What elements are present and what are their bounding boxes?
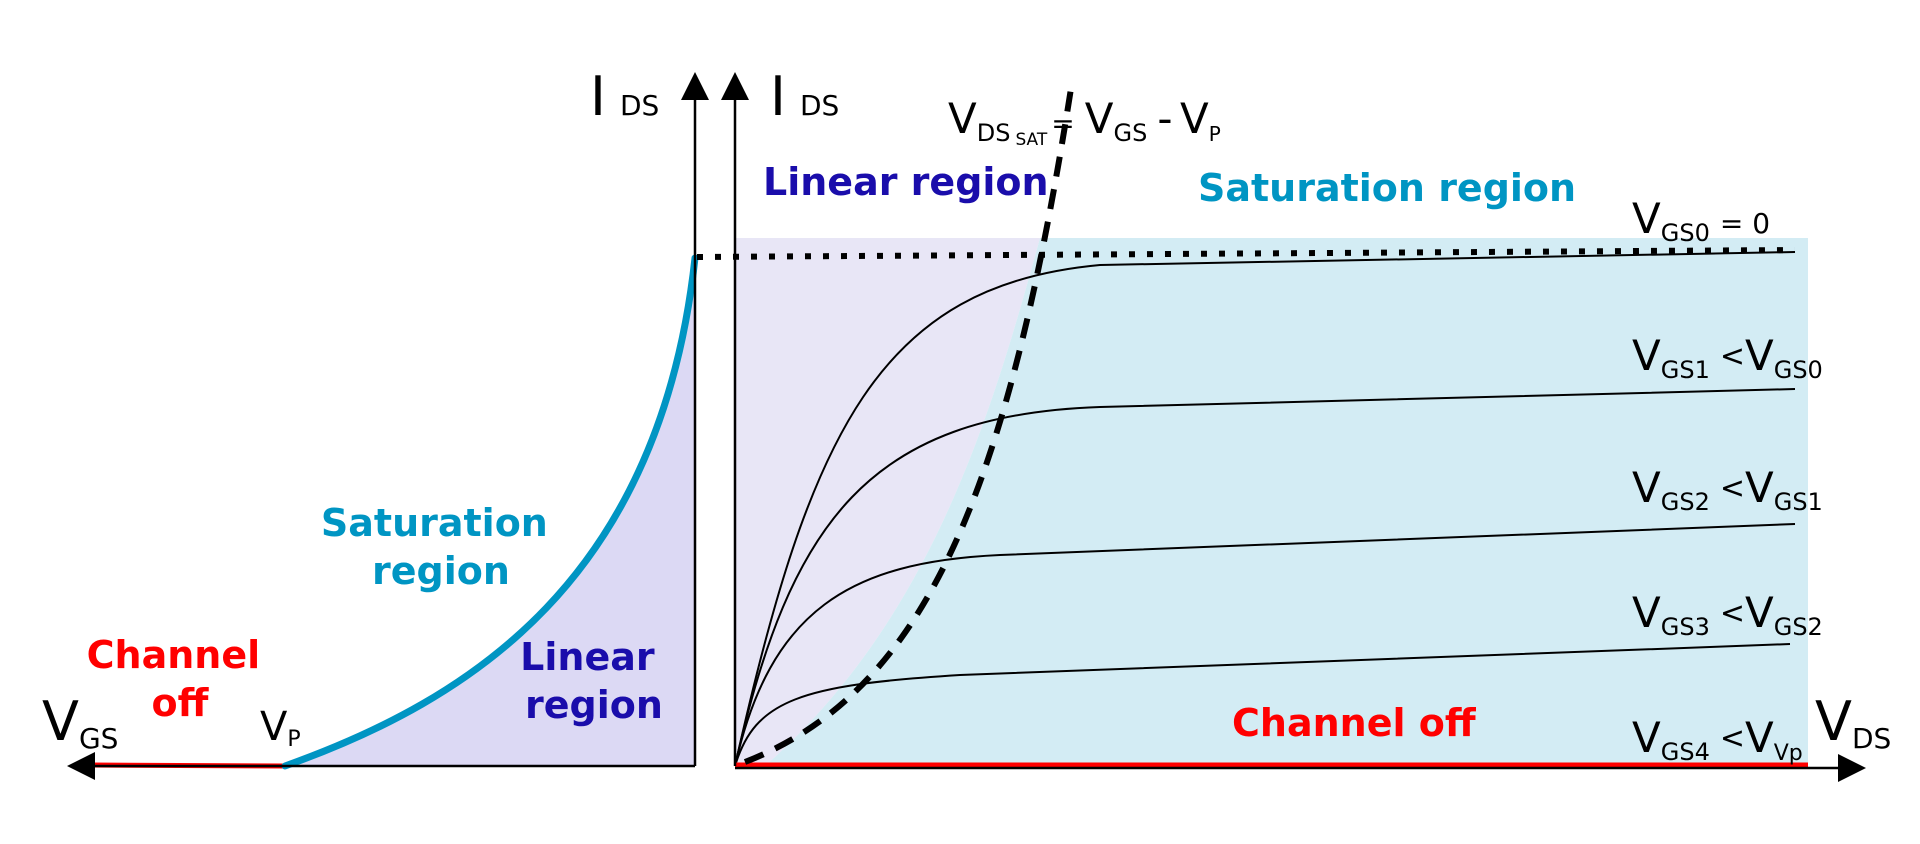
curve-labels: VGS0= 0 VGS1<VGS0 VGS2<VGS1 VGS3<VGS2 VG… (1632, 194, 1823, 766)
saturation-region-fill (765, 238, 1808, 766)
curve-label-vgs3: VGS3<VGS2 (1632, 588, 1823, 641)
left-y-axis-arrow (681, 72, 709, 100)
left-x-axis-label: VGS (42, 690, 118, 755)
curve-label-vgs0: VGS0= 0 (1632, 194, 1770, 247)
right-channel-off-label: Channel off (1232, 701, 1477, 745)
pinch-off-label: VP (260, 704, 301, 752)
max-current-dotted-line (696, 247, 1796, 260)
right-x-axis-arrow (1838, 754, 1866, 782)
curve-vgs0 (734, 251, 1796, 767)
curve-vgs3 (734, 643, 1791, 767)
left-linear-label: Linear region (520, 635, 668, 727)
curve-vgs1 (734, 388, 1796, 767)
curve-label-vgs4: VGS4<VVp (1632, 713, 1803, 766)
curve-label-vgs1: VGS1<VGS0 (1632, 331, 1823, 384)
curve-label-vgs2: VGS2<VGS1 (1632, 463, 1823, 516)
right-x-axis-label: VDS (1815, 690, 1891, 755)
vds-sat-boundary-curve (743, 81, 1075, 765)
right-y-axis-arrow (721, 72, 749, 100)
left-x-axis-arrow (67, 752, 95, 780)
transfer-linear-fill (285, 258, 695, 766)
linear-region-fill (735, 238, 1040, 766)
left-channel-off-label: Channel off (87, 633, 274, 725)
right-saturation-region-label: Saturation region (1198, 166, 1576, 210)
transfer-curve (281, 254, 699, 770)
right-linear-region-label: Linear region (763, 160, 1049, 204)
curve-vgs2 (734, 523, 1796, 767)
left-saturation-label: Saturation region (321, 501, 561, 593)
